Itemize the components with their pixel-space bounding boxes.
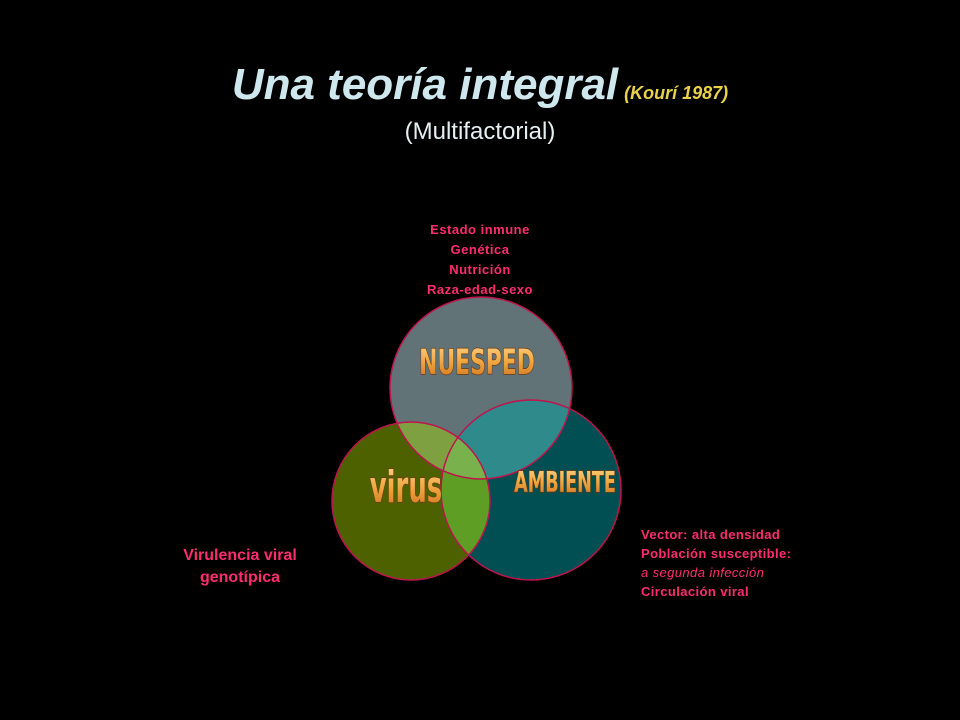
host-circle-outline: [389, 296, 573, 480]
slide-subtitle: (Multifactorial): [404, 118, 556, 145]
host-label: NUESPED: [419, 342, 535, 383]
virus-circle-outline: [331, 421, 491, 581]
virus-factor: genotípica: [199, 569, 280, 586]
virus-label: virus: [370, 463, 442, 513]
virus-factor: Virulencia viral: [183, 547, 297, 564]
title-main: Una teoría integral: [231, 60, 619, 109]
environment-factor: a segunda infección: [641, 565, 765, 580]
host-factor: Genética: [450, 242, 510, 257]
virus-factors-list: Virulencia viral genotípica: [150, 545, 330, 589]
host-factor: Estado inmune: [430, 222, 530, 237]
environment-label: AMBIENTE: [514, 466, 616, 500]
environment-circle-outline: [440, 399, 622, 581]
host-factor: Raza-edad-sexo: [427, 282, 533, 297]
environment-factors-list: Vector: alta densidad Población suscepti…: [641, 525, 861, 601]
overlap-host-environment: [441, 400, 572, 479]
slide-title: Una teoría integral(Kourí 1987): [0, 60, 960, 110]
environment-factor: Vector: alta densidad: [641, 527, 781, 542]
environment-factor: Población susceptible:: [641, 546, 792, 561]
environment-factor: Circulación viral: [641, 584, 749, 599]
host-factor: Nutrición: [449, 262, 511, 277]
title-citation: (Kourí 1987): [624, 83, 729, 103]
host-factors-list: Estado inmune Genética Nutrición Raza-ed…: [380, 220, 580, 300]
